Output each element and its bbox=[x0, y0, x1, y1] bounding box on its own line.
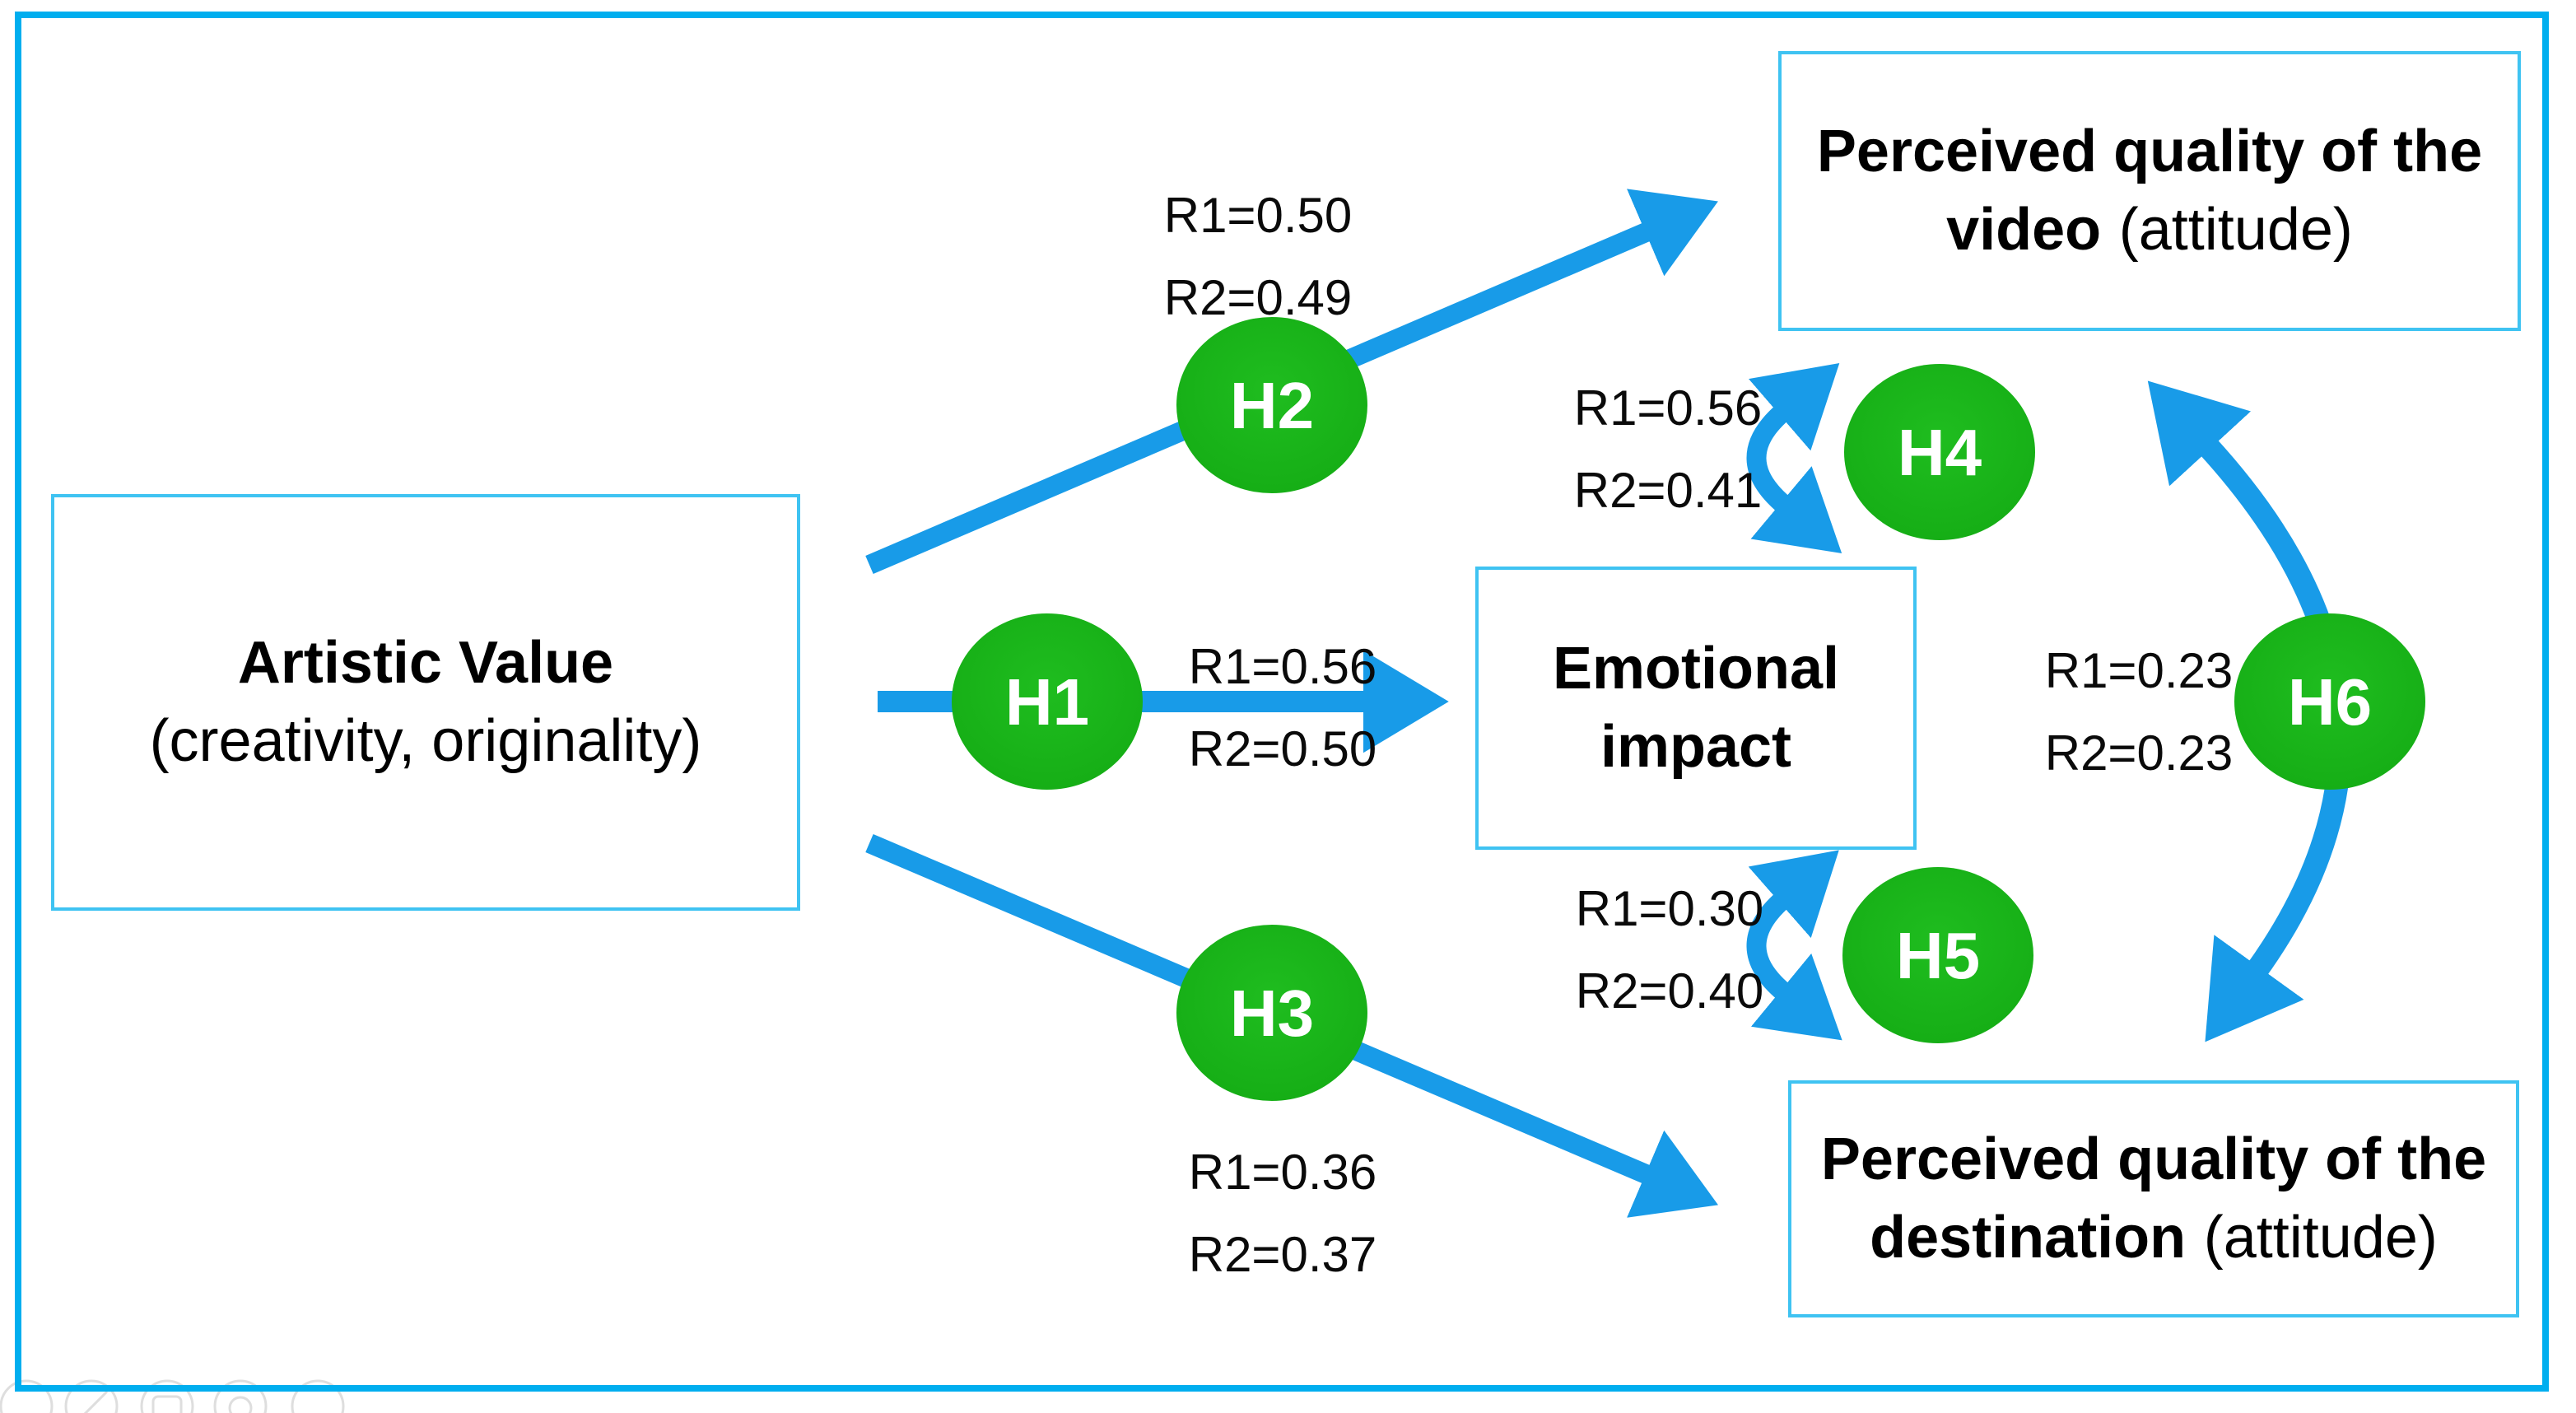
h5-r-values: R1=0.30 R2=0.40 bbox=[1530, 868, 1810, 1033]
h1-r2: R2=0.50 bbox=[1188, 721, 1377, 776]
watermark-circle bbox=[213, 1379, 268, 1413]
h2-node bbox=[1176, 317, 1367, 493]
h6-node bbox=[2234, 613, 2425, 790]
h1-r1: R1=0.56 bbox=[1188, 639, 1377, 694]
destination-box-line1: Perceived quality of the bbox=[1820, 1126, 2487, 1192]
h5-r1: R1=0.30 bbox=[1575, 881, 1764, 936]
h4-node-label: H4 bbox=[1898, 416, 1982, 489]
artistic-value-box: Artistic Value (creativity, originality) bbox=[51, 494, 800, 911]
watermark-circle bbox=[64, 1379, 119, 1413]
h2-r-values: R1=0.50 R2=0.49 bbox=[1118, 175, 1398, 339]
video-box-line2-note: (attitude) bbox=[2118, 197, 2353, 263]
h3-r2: R2=0.37 bbox=[1188, 1227, 1377, 1282]
watermark-icons bbox=[0, 1379, 345, 1413]
artistic-value-subtitle: (creativity, originality) bbox=[149, 708, 702, 774]
h2-r1: R1=0.50 bbox=[1163, 188, 1353, 243]
h4-r-values: R1=0.56 R2=0.41 bbox=[1528, 367, 1808, 532]
emotional-box-line1: Emotional bbox=[1552, 635, 1839, 702]
emotional-impact-box: Emotional impact bbox=[1475, 567, 1917, 850]
h5-node-label: H5 bbox=[1896, 919, 1980, 992]
destination-box-line2-note: (attitude) bbox=[2203, 1205, 2438, 1271]
artistic-value-title: Artistic Value bbox=[237, 629, 614, 696]
video-box-line1: Perceived quality of the bbox=[1816, 118, 2483, 184]
h4-node bbox=[1844, 364, 2035, 540]
h3-node-label: H3 bbox=[1230, 977, 1314, 1050]
perceived-quality-video-box: Perceived quality of the video(attitude) bbox=[1778, 51, 2521, 331]
watermark-slash-icon bbox=[83, 1390, 109, 1413]
h2-node-label: H2 bbox=[1230, 369, 1314, 442]
destination-box-line2-bold: destination bbox=[1870, 1205, 2187, 1271]
h5-double-arrow bbox=[1746, 850, 1842, 1041]
h5-node bbox=[1842, 867, 2033, 1043]
h3-r-values: R1=0.36 R2=0.37 bbox=[1143, 1131, 1423, 1296]
h6-node-label: H6 bbox=[2288, 665, 2372, 739]
h1-node-label: H1 bbox=[1005, 665, 1089, 739]
h6-r1: R1=0.23 bbox=[2044, 643, 2234, 698]
watermark-badge-icon bbox=[151, 1395, 183, 1413]
perceived-quality-destination-box: Perceived quality of the destination(att… bbox=[1788, 1080, 2519, 1317]
h5-r2: R2=0.40 bbox=[1575, 963, 1764, 1019]
h4-r2: R2=0.41 bbox=[1573, 463, 1763, 518]
h6-r2: R2=0.23 bbox=[2044, 725, 2234, 781]
watermark-circle bbox=[140, 1379, 194, 1413]
h4-double-arrow bbox=[1746, 362, 1842, 554]
h4-r1: R1=0.56 bbox=[1573, 380, 1763, 436]
h1-node bbox=[952, 613, 1143, 790]
emotional-box-line2: impact bbox=[1600, 714, 1792, 780]
h3-node bbox=[1176, 925, 1367, 1101]
h6-r-values: R1=0.23 R2=0.23 bbox=[1999, 630, 2279, 795]
watermark-circle bbox=[0, 1379, 54, 1413]
video-box-line2-bold: video bbox=[1946, 197, 2102, 263]
h3-r1: R1=0.36 bbox=[1188, 1145, 1377, 1200]
watermark-circle bbox=[291, 1379, 345, 1413]
nodes-layer: H1 H2 H3 H4 H5 H6 bbox=[952, 317, 2425, 1101]
watermark-person-icon bbox=[228, 1396, 253, 1413]
h2-r2: R2=0.49 bbox=[1163, 270, 1353, 325]
h1-r-values: R1=0.56 R2=0.50 bbox=[1143, 626, 1423, 790]
